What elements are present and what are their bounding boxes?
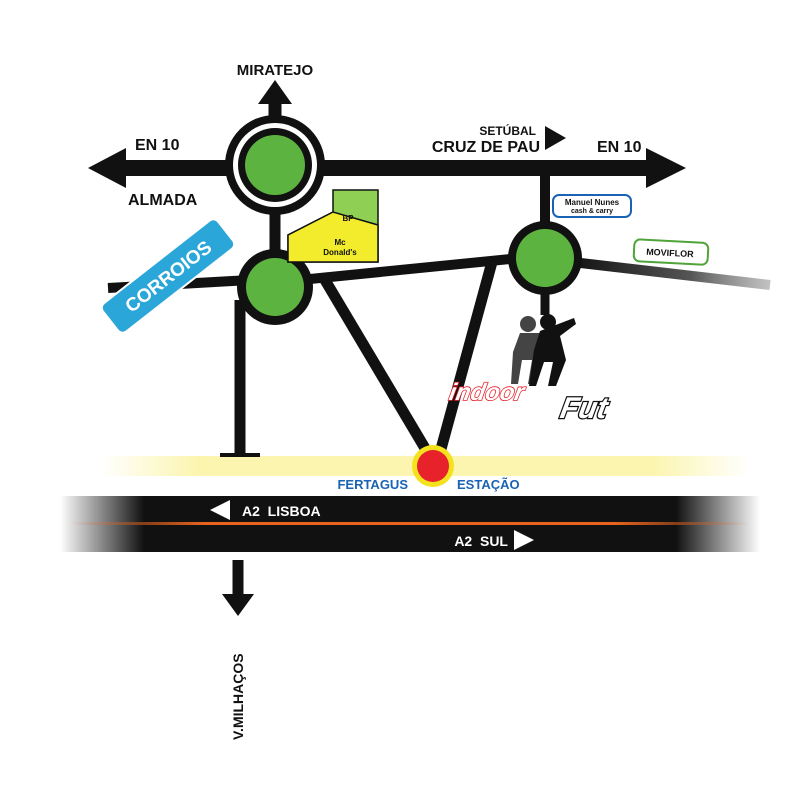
moviflor-badge: [632, 238, 710, 266]
arrow-east: [646, 148, 686, 188]
label-mcdonalds-2: Donald's: [323, 248, 357, 257]
arrow-sul: [514, 530, 534, 550]
label-bp: BP: [342, 214, 354, 223]
mcdonalds-area: [287, 211, 379, 263]
label-manuel-nunes-1: Manuel Nunes: [565, 198, 620, 207]
label-fertagus: FERTAGUS: [337, 477, 408, 492]
label-fut: Fut: [558, 392, 612, 425]
roads: [107, 100, 771, 598]
highway-a2: [60, 496, 760, 552]
label-moviflor: MOVIFLOR: [646, 247, 694, 259]
manuel-nunes-badge: [552, 194, 632, 218]
corroios-badge: [100, 218, 236, 334]
direction-arrows: [88, 80, 686, 616]
label-v-milhacos: V.MILHAÇOS: [230, 653, 246, 740]
road-station-east: [432, 260, 498, 462]
arrow-west: [88, 148, 126, 188]
road-moviflor: [571, 257, 771, 290]
label-mcdonalds-1: Mc: [334, 238, 346, 247]
label-en10-east: EN 10: [597, 139, 642, 156]
road-station-west: [317, 272, 437, 463]
label-manuel-nunes-2: cash & carry: [571, 208, 613, 215]
roundabout-main: [225, 115, 325, 215]
label-estacao: ESTAÇÃO: [457, 477, 520, 492]
label-cruz-de-pau: CRUZ DE PAU: [432, 139, 540, 156]
arrow-setubal: [545, 126, 566, 150]
label-almada: ALMADA: [128, 192, 198, 209]
label-a2-lisboa: A2 LISBOA: [242, 503, 321, 519]
label-miratejo: MIRATEJO: [237, 62, 314, 79]
bp-mcdonalds-block: [287, 189, 379, 263]
arrow-lisboa: [210, 500, 230, 520]
roundabout-east: [508, 221, 582, 295]
label-en10-west: EN 10: [135, 137, 180, 154]
fertagus-station: [412, 445, 454, 487]
highway-divider: [70, 522, 750, 525]
road-middle: [299, 253, 521, 285]
label-setubal: SETÚBAL: [479, 123, 536, 138]
footballer-silhouette-icon: [511, 314, 576, 386]
arrow-south: [222, 594, 254, 616]
roundabout-west: [237, 249, 313, 325]
label-indoor: indoor: [447, 379, 528, 406]
label-a2-sul: A2 SUL: [454, 533, 508, 549]
arrow-north: [258, 80, 292, 104]
